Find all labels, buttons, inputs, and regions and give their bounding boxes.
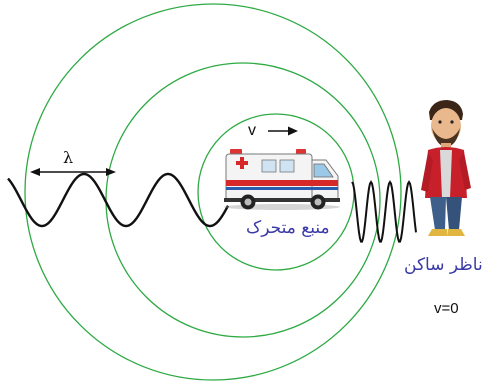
person-icon <box>421 100 471 236</box>
sound-wave-right <box>352 182 416 242</box>
observer-velocity-label: v=0 <box>434 300 459 317</box>
moving-source-label: منبع متحرک <box>246 218 330 238</box>
sound-wave-left <box>8 174 228 226</box>
wavefront-circle-outer <box>25 4 401 380</box>
velocity-arrow <box>268 127 298 136</box>
stationary-observer-label: ناظر ساکن <box>404 255 483 275</box>
ambulance-icon <box>224 149 340 210</box>
wavelength-arrow <box>30 168 116 176</box>
wavelength-label: λ <box>63 148 73 167</box>
velocity-label: v <box>248 122 256 140</box>
